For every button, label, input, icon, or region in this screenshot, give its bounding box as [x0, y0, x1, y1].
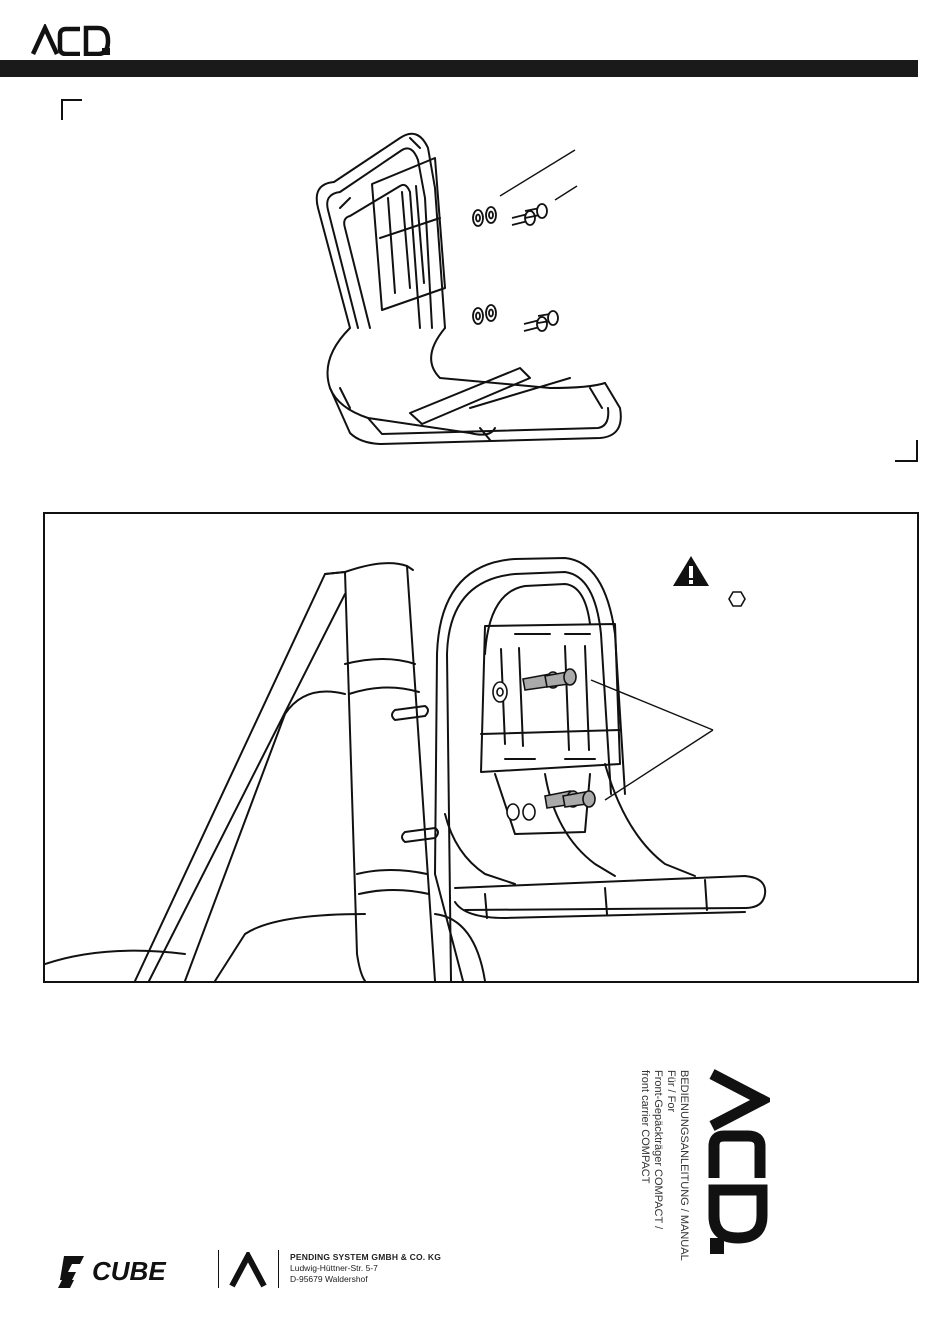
cube-logo: CUBE [58, 1250, 208, 1290]
acid-logo-cover [706, 1066, 770, 1256]
exploded-carrier-figure [50, 88, 920, 488]
company-city: D-95679 Waldershof [290, 1274, 490, 1285]
header-bar [0, 60, 918, 77]
title-line-1: BEDIENUNGSANLEITUNG / MANUAL [677, 1070, 690, 1250]
title-line-3: Front-Gepäckträger COMPACT / [651, 1070, 664, 1250]
warning-triangle-icon [673, 556, 709, 586]
corner-mark-top-left [62, 100, 82, 120]
footer-divider [278, 1250, 279, 1288]
acid-logo-header [30, 24, 112, 56]
footer-divider [218, 1250, 219, 1288]
hex-key-icon [729, 592, 745, 606]
mounted-carrier-drawing [45, 514, 917, 981]
company-address: PENDING SYSTEM GMBH & CO. KG Ludwig-Hütt… [290, 1252, 490, 1292]
company-name: PENDING SYSTEM GMBH & CO. KG [290, 1252, 490, 1263]
title-line-2: Für / For [664, 1070, 677, 1250]
manual-title-block: BEDIENUNGSANLEITUNG / MANUAL Für / For F… [628, 1070, 690, 1250]
company-street: Ludwig-Hüttner-Str. 5-7 [290, 1263, 490, 1274]
mounted-carrier-figure [43, 512, 919, 983]
cube-wordmark: CUBE [92, 1256, 166, 1286]
acid-a-mark [228, 1252, 268, 1288]
title-line-4: front carrier COMPACT [638, 1070, 651, 1250]
corner-mark-bottom-right [895, 440, 917, 461]
